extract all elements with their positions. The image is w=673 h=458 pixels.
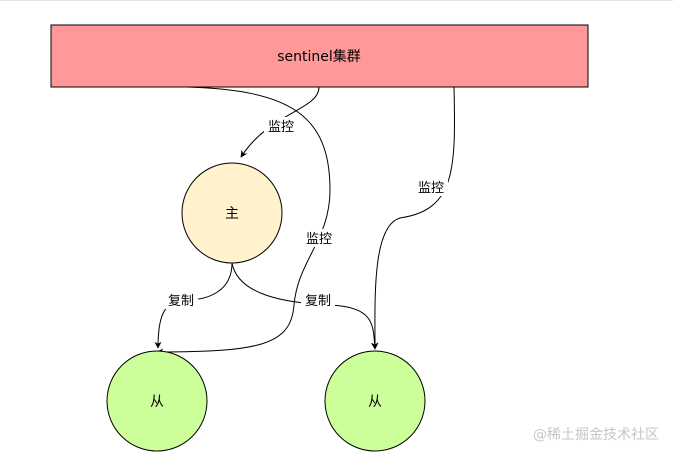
edge-label-monitor-replica-right: 监控 [414, 178, 448, 196]
top-border [0, 0, 673, 1]
node-replica-right[interactable]: 从 [324, 350, 426, 452]
node-replica-left[interactable]: 从 [106, 350, 208, 452]
edge-label-monitor-replica-left-text: 监控 [306, 232, 332, 247]
edge-label-replicate-left: 复制 [164, 291, 198, 309]
node-replica-left-circle [106, 350, 208, 452]
node-replica-left-label: 从 [150, 394, 164, 410]
sentinel-cluster-box[interactable]: sentinel集群 [50, 24, 589, 88]
sentinel-cluster-rect [50, 24, 589, 88]
edge-label-replicate-left-text: 复制 [168, 294, 194, 309]
node-replica-right-label: 从 [368, 394, 382, 410]
edge-monitor-master [240, 86, 320, 158]
sentinel-cluster-label: sentinel集群 [277, 48, 361, 65]
node-master-circle [181, 162, 283, 264]
edge-monitor-replica-right [371, 86, 456, 350]
node-master[interactable]: 主 [181, 162, 283, 264]
edge-label-replicate-right-text: 复制 [305, 294, 331, 309]
watermark: @稀土掘金技术社区 [533, 427, 659, 443]
edge-label-replicate-right: 复制 [301, 291, 335, 309]
edge-label-monitor-master-text: 监控 [268, 120, 294, 135]
edge-label-monitor-master: 监控 [264, 117, 298, 135]
edge-label-monitor-replica-right-text: 监控 [418, 181, 444, 196]
node-replica-right-circle [324, 350, 426, 452]
node-master-label: 主 [225, 206, 239, 222]
edge-label-monitor-replica-left: 监控 [302, 229, 336, 247]
